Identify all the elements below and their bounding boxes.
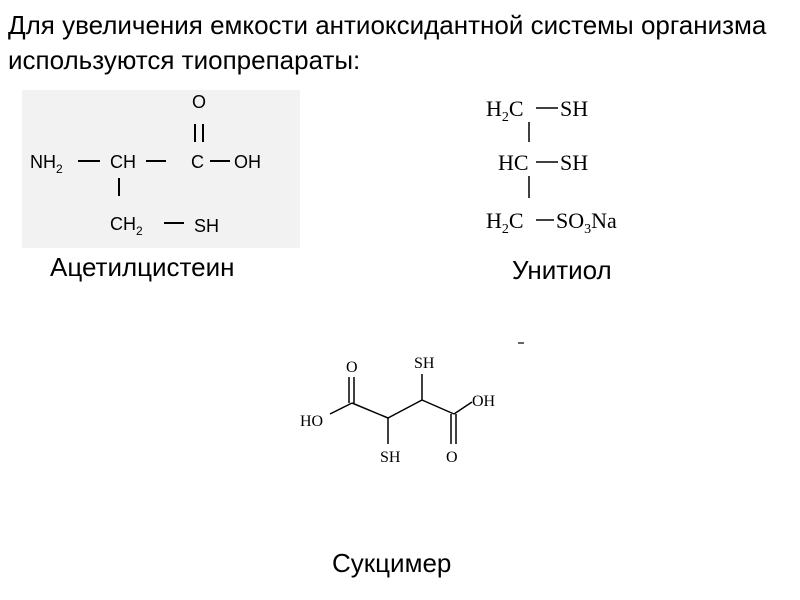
unithiol-structure: H2C SH HC SH H2C SO3Na <box>484 92 684 242</box>
atom-h2c-bottom: H2C <box>486 208 524 237</box>
atom-sh-top: SH <box>414 355 435 372</box>
atom-so3na: SO3Na <box>556 208 617 237</box>
atom-sh: SH <box>194 216 219 236</box>
atom-hc: HC <box>498 150 529 175</box>
succimer-structure: O SH HO OH SH O <box>296 350 516 470</box>
atom-h2c-top: H2C <box>486 96 524 125</box>
atom-ho-left: HO <box>300 413 323 430</box>
atom-nh2: NH2 <box>30 152 63 176</box>
atom-sh-top: SH <box>560 96 588 121</box>
stray-mark <box>518 342 524 344</box>
atom-sh-bottom: SH <box>380 449 401 466</box>
acetylcysteine-structure: O NH2 CH C OH CH2 SH <box>22 90 302 250</box>
atom-sh-middle: SH <box>560 150 588 175</box>
atom-o-bottom: O <box>446 449 458 466</box>
atom-o-top: O <box>346 359 358 376</box>
unithiol-caption: Унитиол <box>512 255 612 285</box>
atom-oh: OH <box>234 152 261 172</box>
succimer-caption: Сукцимер <box>332 548 452 578</box>
atom-oxygen: O <box>192 92 206 112</box>
atom-oh-right: OH <box>472 393 496 410</box>
slide-title: Для увеличения емкости антиоксидантной с… <box>8 10 767 75</box>
atom-ch2: CH2 <box>110 214 143 238</box>
atom-carbon: C <box>191 152 204 172</box>
acetylcysteine-caption: Ацетилцистеин <box>50 252 235 282</box>
atom-ch: CH <box>110 152 136 172</box>
